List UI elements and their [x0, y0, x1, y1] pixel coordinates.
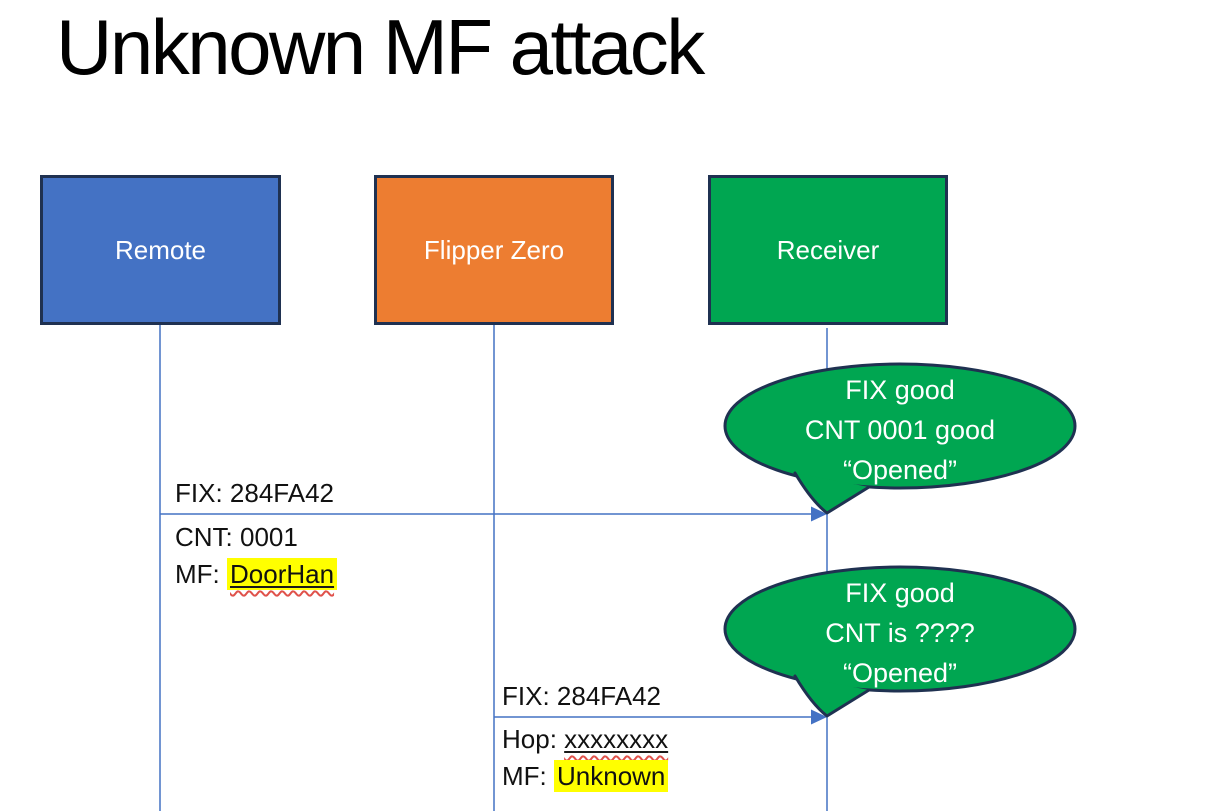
actor-label-remote: Remote	[114, 234, 207, 265]
message1-arrowhead-icon	[811, 506, 827, 522]
message2-hop-prefix: Hop:	[502, 724, 565, 754]
message2-hop-value: xxxxxxxx	[564, 724, 669, 754]
message2-fix-label: FIX: 284FA42	[502, 681, 661, 711]
speech-bubble-1-text: FIX good CNT 0001 good “Opened”	[725, 370, 1075, 490]
slide-title: Unknown MF attack	[56, 3, 705, 91]
actor-box-remote: Remote	[40, 175, 281, 325]
bubble1-line3: “Opened”	[842, 455, 958, 485]
speech-bubble-2-text: FIX good CNT is ???? “Opened”	[725, 573, 1075, 693]
message1-cnt-label: CNT: 0001	[175, 522, 298, 552]
speech-bubble-1-shape	[723, 362, 1077, 490]
bubble2-line2: CNT is ????	[825, 618, 975, 648]
message2-mf-highlight: Unknown	[554, 760, 669, 792]
message1-fix-label: FIX: 284FA42	[175, 478, 334, 508]
message1-mf-value: DoorHan	[230, 559, 335, 589]
message2-arrowhead-icon	[811, 709, 827, 725]
actor-box-flipper-zero: Flipper Zero	[374, 175, 614, 325]
actor-label-flipper-zero: Flipper Zero	[423, 234, 565, 265]
bubble2-line3: “Opened”	[842, 658, 958, 688]
speech-bubble-2-tail	[793, 674, 871, 718]
message2-mf-label: MF: Unknown	[502, 760, 669, 792]
message1-mf-squiggle: DoorHan	[230, 559, 334, 589]
speech-bubble-2-shape	[723, 565, 1077, 693]
actor-box-receiver: Receiver	[708, 175, 948, 325]
message2-mf-value: Unknown	[557, 761, 666, 791]
speech-bubble-1-tail	[793, 471, 871, 515]
message2-mf-prefix: MF:	[502, 761, 554, 791]
message1-mf-label: MF: DoorHan	[175, 558, 338, 590]
bubble1-line2: CNT 0001 good	[804, 415, 996, 445]
message2-hop-label: Hop: xxxxxxxx	[502, 723, 668, 755]
bubble2-line1: FIX good	[845, 578, 955, 608]
message1-mf-prefix: MF:	[175, 559, 227, 589]
actor-label-receiver: Receiver	[776, 234, 880, 265]
message1-mf-highlight: DoorHan	[227, 558, 338, 590]
message2-hop-squiggle: xxxxxxxx	[564, 724, 668, 754]
bubble1-line1: FIX good	[845, 375, 955, 405]
